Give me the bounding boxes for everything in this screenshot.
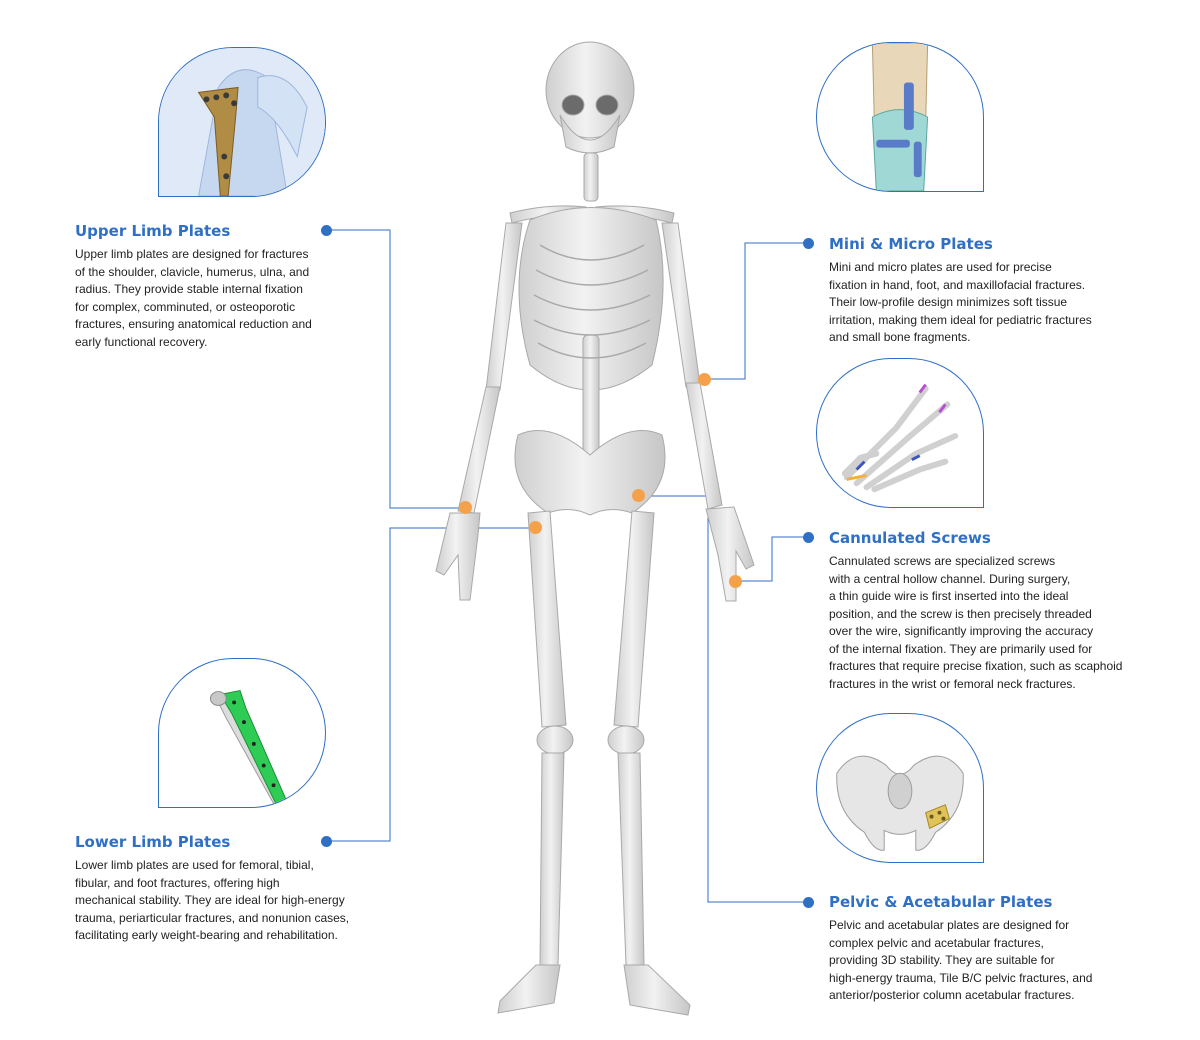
upper-limb-image — [158, 47, 326, 197]
marker-hip[interactable] — [529, 521, 542, 534]
pelvic-image — [816, 713, 984, 863]
mini-micro-section: Mini & Micro Plates Mini and micro plate… — [829, 235, 1159, 347]
upper-limb-dot — [321, 225, 332, 236]
pelvic-section: Pelvic & Acetabular Plates Pelvic and ac… — [829, 893, 1159, 1005]
cannulated-dot — [803, 532, 814, 543]
marker-acetabulum[interactable] — [632, 489, 645, 502]
connector-pelvic — [640, 495, 808, 903]
connector-cannulated — [736, 536, 808, 582]
cannulated-title: Cannulated Screws — [829, 529, 991, 547]
mini-micro-image — [816, 42, 984, 192]
lower-limb-dot — [321, 836, 332, 847]
marker-wrist[interactable] — [459, 501, 472, 514]
lower-limb-title: Lower Limb Plates — [75, 833, 231, 851]
mini-micro-title: Mini & Micro Plates — [829, 235, 993, 253]
connector-mini-micro — [705, 242, 808, 380]
lower-limb-body: Lower limb plates are used for femoral, … — [75, 858, 350, 942]
connector-upper-limb — [326, 229, 463, 509]
upper-limb-body: Upper limb plates are designed for fract… — [75, 247, 312, 349]
marker-elbow[interactable] — [698, 373, 711, 386]
marker-hand[interactable] — [729, 575, 742, 588]
pelvic-title: Pelvic & Acetabular Plates — [829, 893, 1053, 911]
upper-limb-title: Upper Limb Plates — [75, 222, 231, 240]
upper-limb-section: Upper Limb Plates Upper limb plates are … — [75, 222, 355, 351]
mini-micro-body: Mini and micro plates are used for preci… — [829, 260, 1092, 344]
skeleton-illustration — [435, 41, 755, 1016]
lower-limb-image — [158, 658, 326, 808]
cannulated-section: Cannulated Screws Cannulated screws are … — [829, 529, 1184, 693]
cannulated-image — [816, 358, 984, 508]
lower-limb-section: Lower Limb Plates Lower limb plates are … — [75, 833, 375, 945]
pelvic-dot — [803, 897, 814, 908]
mini-micro-dot — [803, 238, 814, 249]
cannulated-body: Cannulated screws are specialized screws… — [829, 554, 1123, 691]
pelvic-body: Pelvic and acetabular plates are designe… — [829, 918, 1093, 1002]
